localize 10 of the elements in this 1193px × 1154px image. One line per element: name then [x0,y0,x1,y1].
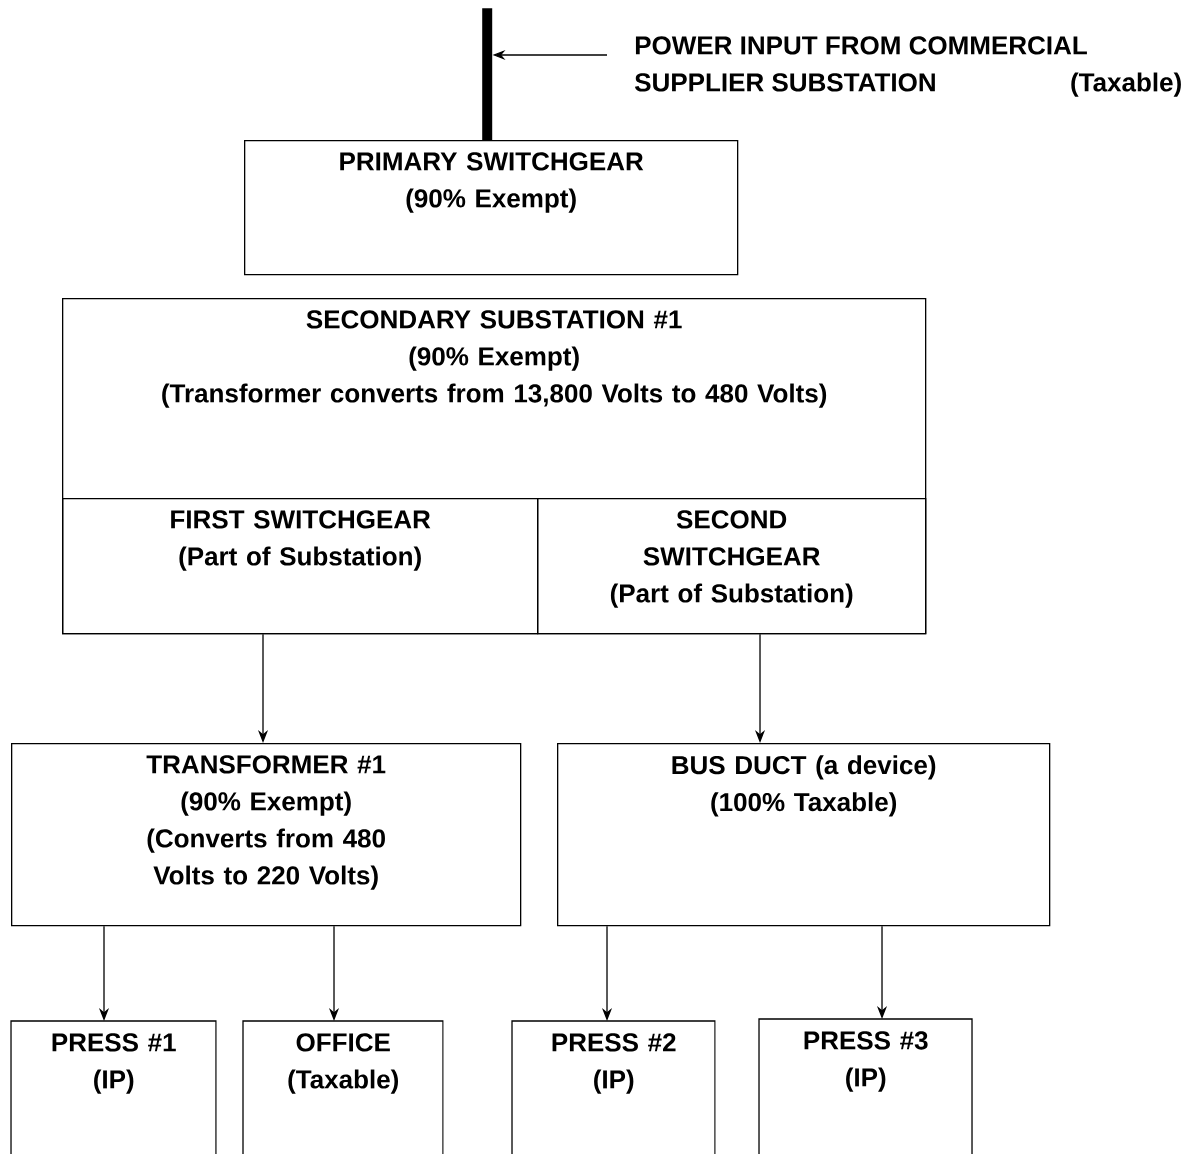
equipment-box: OFFICE (Taxable) [242,1020,444,1154]
equipment-box: PRIMARY SWITCHGEAR (90% Exempt) [244,140,739,276]
equipment-box: SECOND SWITCHGEAR (Part of Substation) [537,498,927,635]
equipment-box: PRESS #2 (IP) [511,1020,716,1154]
equipment-box: FIRST SWITCHGEAR (Part of Substation) [62,498,539,635]
equipment-box: BUS DUCT (a device) (100% Taxable) [557,743,1051,927]
equipment-box: TRANSFORMER #1 (90% Exempt) (Converts from 480 Volts to 220 Volts) [11,743,522,927]
equipment-box: PRESS #1 (IP) [10,1020,217,1154]
input-label: POWER INPUT FROM COMMERCIAL SUPPLIER SUBSTATION (Taxable) [634,36,1181,97]
equipment-box: PRESS #3 (IP) [758,1018,973,1154]
